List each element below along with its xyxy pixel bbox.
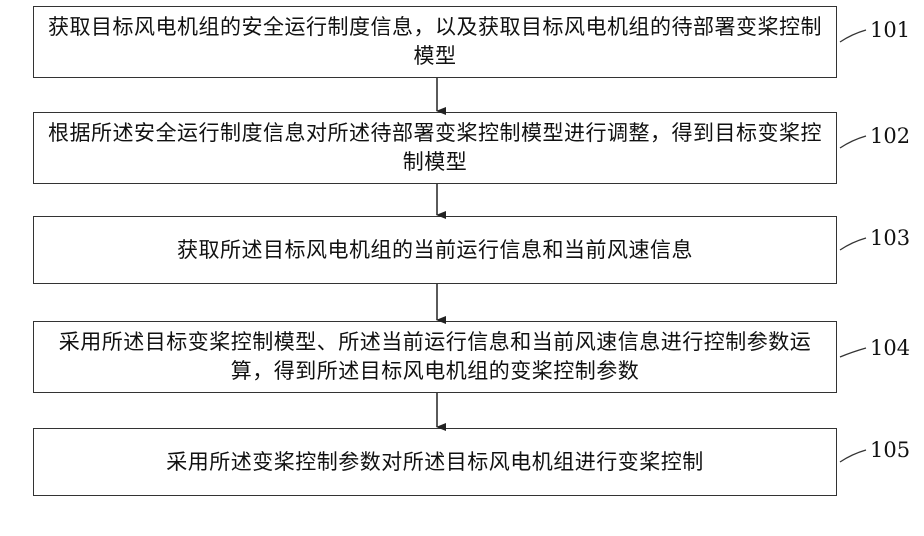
leader-line-101 bbox=[840, 30, 866, 42]
leader-line-105 bbox=[840, 450, 866, 462]
leader-line-103 bbox=[840, 238, 866, 250]
leader-line-104 bbox=[840, 348, 866, 357]
leader-line-102 bbox=[840, 136, 866, 148]
